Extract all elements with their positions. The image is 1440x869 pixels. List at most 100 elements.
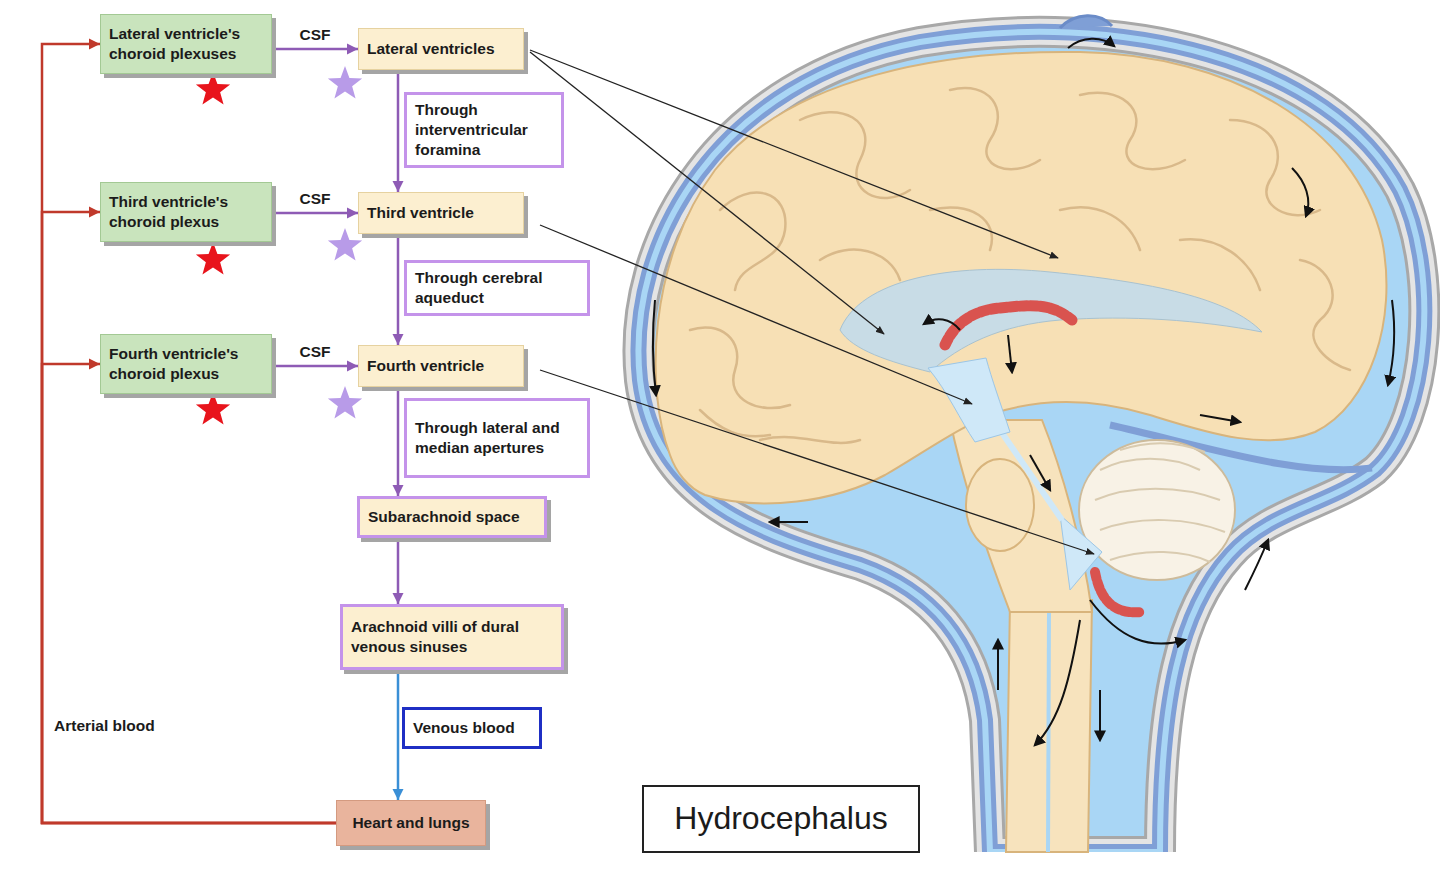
flow-arrow [924,319,960,330]
flow-arrow [1008,335,1012,372]
node-text: Through interventricular foramina [415,100,553,160]
gyri [690,88,1350,443]
flow-connector [393,234,404,345]
ventricle-box: Fourth ventricle [358,345,524,387]
flow-connector [272,208,358,219]
connector-label: CSF [298,26,333,45]
arrowhead [89,207,100,218]
arrowhead [393,593,404,604]
flow-connector [393,538,404,604]
connector-line [42,364,336,823]
connector-line [272,48,358,51]
flow-connector [42,39,336,824]
pathway-box: Through cerebral aqueduct [404,260,590,316]
csf-flow-arrows [653,39,1394,745]
ventricle-box: Lateral ventricles [358,28,524,70]
node-text: Lateral ventricles [367,39,515,59]
arrowhead [89,359,100,370]
connector-line [272,365,358,368]
flow-connector [393,70,404,192]
leader-line [540,225,972,404]
central-canal [1048,610,1049,852]
connector-label: CSF [298,190,333,209]
connector-line [397,70,400,192]
node-text: Fourth ventricle's choroid plexus [109,344,263,384]
node-text: Through lateral and median apertures [415,418,579,458]
node-text: Subarachnoid space [368,507,536,527]
node-text: Through cerebral aqueduct [415,268,579,308]
cerebral-aqueduct [1000,430,1062,520]
connector-label: CSF [298,343,333,362]
lateral-ventricle [840,269,1262,372]
cerebrum [656,52,1387,503]
arrowhead [347,44,358,55]
pathway-box: Through interventricular foramina [404,92,564,168]
flow-arrow [1388,300,1394,385]
spinal-cord [1006,600,1092,852]
flow-connector [42,359,336,824]
leader-lines [530,50,1094,554]
leader-line [530,50,1058,258]
space-box: Arachnoid villi of dural venous sinuses [340,604,564,670]
brain [656,52,1387,852]
arrowhead [393,334,404,345]
flow-arrow [653,300,656,395]
node-text: Third ventricle's choroid plexus [109,192,263,232]
connector-label: Arterial blood [52,717,157,736]
red-star [196,242,230,275]
arrowhead [89,39,100,50]
arrowhead [393,181,404,192]
choroid-plexus-box: Lateral ventricle's choroid plexuses [100,14,272,74]
node-text: Heart and lungs [345,813,477,833]
arrowhead [347,208,358,219]
purple-star [328,386,362,419]
pons [966,459,1034,551]
arrowhead [393,485,404,496]
connector-line [42,212,336,823]
flow-arrow [1099,690,1101,740]
flow-arrow [1035,620,1080,745]
flow-arrow [1090,600,1185,644]
cerebellum-folia [1095,443,1225,562]
flow-arrow [770,521,808,523]
connector-line [272,212,358,215]
red-star [196,72,230,105]
flow-arrow [1245,540,1268,590]
choroid-plexus-box: Third ventricle's choroid plexus [100,182,272,242]
purple-star [328,228,362,261]
space-box: Subarachnoid space [357,496,547,538]
arrowhead [347,361,358,372]
flow-connector [272,361,358,372]
node-text: Fourth ventricle [367,356,515,376]
blood-box: Venous blood [402,707,542,749]
flow-arrow [1068,39,1114,48]
arrowhead [393,789,404,800]
connector-line [397,670,400,800]
connector-line [397,234,400,345]
leader-line [540,370,1094,554]
third-ventricle [928,358,1010,442]
connector-line [397,387,400,496]
purple-star [328,66,362,99]
flow-arrow [1030,455,1050,490]
ventricle-box: Third ventricle [358,192,524,234]
flow-connector [272,44,358,55]
pathway-box: Through lateral and median apertures [404,398,590,478]
flow-arrow [997,640,999,690]
sinus-bulge [1060,16,1112,28]
node-text: Third ventricle [367,203,515,223]
page-ground-bottom [900,852,1220,869]
node-text: Arachnoid villi of dural venous sinuses [351,617,553,657]
choroid-plexus [1095,572,1142,612]
flow-connector [393,387,404,496]
title-box: Hydrocephalus [642,785,920,853]
connector-line [42,44,336,823]
choroid-plexus-box: Fourth ventricle's choroid plexus [100,334,272,394]
flow-arrow [1200,415,1240,422]
flow-arrow [1292,168,1308,216]
organ-box: Heart and lungs [336,800,486,846]
